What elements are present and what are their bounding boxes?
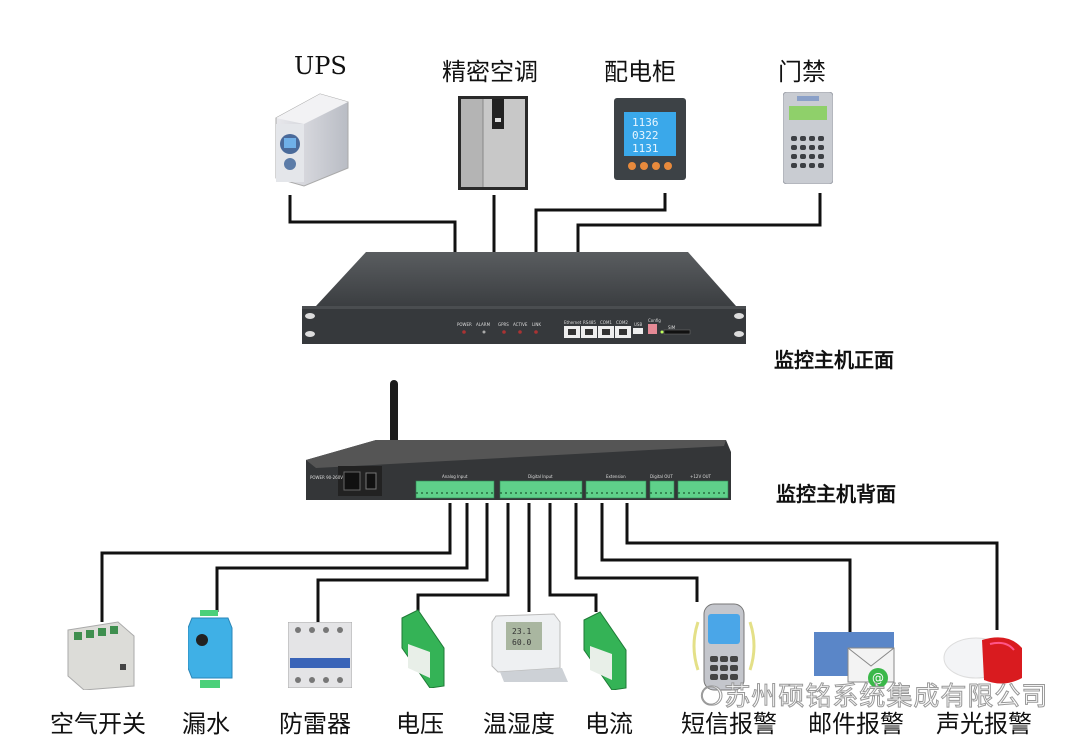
email-icon: @ [814, 632, 898, 694]
device-label-current: 电流 [585, 710, 633, 738]
monitoring-host-front: POWER ALARM GPRS ACTIVE LINK Ethernet RS… [296, 250, 752, 354]
ups-icon [270, 88, 350, 192]
device-label-lightning-protector: 防雷器 [279, 710, 351, 738]
siren-icon [942, 628, 1026, 692]
config-label: Config [648, 318, 661, 323]
power-meter-icon: 1136 0322 1131 [614, 98, 686, 184]
watermark: ❍苏州硕铭系统集成有限公司 [699, 676, 1049, 713]
device-label-temp-humidity: 温湿度 [483, 710, 555, 738]
device-label-water-leak: 漏水 [182, 710, 230, 738]
air-conditioner-icon [458, 96, 528, 194]
device-label-sms-alarm: 短信报警 [681, 710, 777, 738]
device-label-voltage: 电压 [396, 710, 444, 738]
water-leak-sensor-icon [187, 610, 234, 694]
led-label-link: LINK [532, 322, 542, 327]
device-label-email-alarm: 邮件报警 [808, 710, 904, 738]
temp-humidity-sensor-icon: 23.1 60.0 [490, 612, 570, 688]
meter-reading-1: 1136 [632, 116, 659, 129]
port-label-ethernet: Ethernet [564, 320, 582, 325]
host-back-label: 监控主机背面 [776, 482, 896, 506]
wechat-icon: ❍ [699, 682, 725, 713]
device-label-air-switch: 空气开关 [50, 710, 146, 738]
th-reading-temp: 23.1 [512, 627, 531, 636]
access-control-icon [782, 91, 834, 188]
led-label-alarm: ALARM [476, 322, 491, 327]
th-reading-humidity: 60.0 [512, 638, 531, 647]
host-front-label: 监控主机正面 [774, 348, 894, 372]
port-label-com2: COM2 [616, 320, 628, 325]
device-label-precision-ac: 精密空调 [442, 58, 538, 86]
terminal-label-digital-input: Digital Input [528, 474, 553, 479]
power-input-label: POWER 90-260V [310, 475, 343, 480]
mobile-phone-icon [690, 600, 758, 696]
terminal-label-digital-out: Digital OUT [650, 474, 673, 479]
monitoring-host-back: POWER 90-260V Analog Input Digital Input… [306, 378, 736, 512]
device-label-sound-light-alarm: 声光报警 [936, 710, 1032, 738]
sim-label: SIM [668, 325, 676, 330]
terminal-label-analog-input: Analog Input [442, 474, 468, 479]
surge-protector-icon [66, 620, 136, 694]
meter-reading-3: 1131 [632, 142, 659, 155]
device-label-access-control: 门禁 [778, 58, 826, 86]
watermark-text: 苏州硕铭系统集成有限公司 [724, 682, 1049, 713]
led-label-power: POWER [457, 322, 472, 327]
port-label-com1: COM1 [600, 320, 612, 325]
device-label-ups: UPS [294, 52, 347, 80]
port-label-usb: USB [634, 322, 643, 327]
device-label-power-cabinet: 配电柜 [604, 58, 676, 86]
meter-reading-2: 0322 [632, 129, 659, 142]
terminal-label-extension: Extension [606, 474, 626, 479]
voltage-transmitter-icon [400, 608, 446, 692]
led-label-active: ACTIVE [513, 322, 528, 327]
circuit-breaker-icon [287, 621, 353, 692]
port-label-rs485: RS485 [583, 320, 596, 325]
led-label-gprs: GPRS [498, 322, 509, 327]
terminal-label-12v-out: +12V OUT [690, 474, 711, 479]
current-transmitter-icon [582, 610, 628, 694]
svg-text:@: @ [872, 671, 884, 685]
